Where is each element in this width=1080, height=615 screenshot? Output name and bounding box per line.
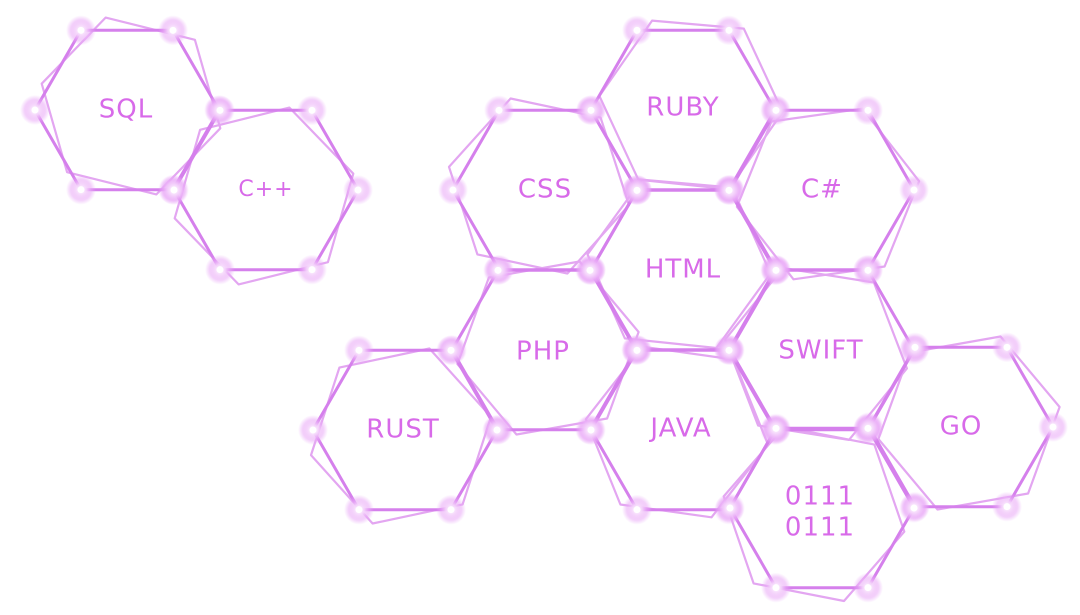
hex-label-go: GO	[940, 412, 983, 442]
vertex-node-rust-4	[355, 346, 363, 354]
hex-label-binary-line1: 0111	[785, 482, 855, 512]
vertex-node-rust-5	[447, 346, 455, 354]
vertex-node-sql-4	[77, 26, 85, 34]
vertex-node-cpp-5	[308, 106, 316, 114]
vertex-node-go-5	[1003, 343, 1011, 351]
vertex-node-ruby-4	[633, 26, 641, 34]
vertex-node-rust-1	[447, 506, 455, 514]
vertex-node-rust-3	[309, 426, 317, 434]
vertex-node-php-4	[494, 266, 502, 274]
vertex-node-java-5	[725, 346, 733, 354]
vertex-node-cpp-1	[308, 266, 316, 274]
hex-label-php: PHP	[516, 337, 570, 367]
hex-label-swift: SWIFT	[778, 336, 863, 366]
hex-label-java: JAVA	[648, 414, 711, 444]
vertex-node-html-5	[725, 186, 733, 194]
vertex-node-binary-1	[864, 584, 872, 592]
vertex-node-cpp-2	[216, 266, 224, 274]
vertex-node-java-3	[587, 426, 595, 434]
vertex-node-csharp-5	[864, 106, 872, 114]
vertex-node-csharp-0	[910, 186, 918, 194]
hex-label-rust: RUST	[366, 415, 439, 445]
vertex-node-binary-0	[910, 504, 918, 512]
hex-label-binary-line2: 0111	[785, 513, 855, 543]
vertex-node-sql-3	[31, 106, 39, 114]
vertex-node-binary-4	[772, 424, 780, 432]
vertex-node-binary-2	[772, 584, 780, 592]
vertex-node-go-1	[1003, 503, 1011, 511]
vertex-node-rust-0	[493, 426, 501, 434]
vertex-node-html-4	[633, 186, 641, 194]
vertex-node-cpp-3	[170, 186, 178, 194]
hex-labels: SQL C++ RUBY CSS C# HTML PHP SWIFT RUST …	[99, 93, 983, 543]
vertex-node-swift-5	[864, 266, 872, 274]
hex-label-css: CSS	[518, 175, 572, 205]
vertex-node-css-3	[449, 186, 457, 194]
hex-label-ruby: RUBY	[646, 93, 719, 123]
vertex-node-binary-5	[864, 424, 872, 432]
vertex-node-binary-3	[726, 504, 734, 512]
vertex-node-css-5	[587, 106, 595, 114]
vertex-node-ruby-5	[725, 26, 733, 34]
vertex-node-sql-5	[169, 26, 177, 34]
vertex-node-php-5	[586, 266, 594, 274]
vertex-node-rust-2	[355, 506, 363, 514]
vertex-node-cpp-4	[216, 106, 224, 114]
vertex-node-csharp-4	[772, 106, 780, 114]
hex-outline-secondary-sql	[40, 16, 222, 196]
vertex-node-css-4	[495, 106, 503, 114]
vertex-node-java-4	[633, 346, 641, 354]
vertex-node-go-0	[1049, 423, 1057, 431]
vertex-node-swift-4	[772, 266, 780, 274]
hex-outline-secondary-cpp	[173, 106, 355, 286]
hex-label-csharp: C#	[801, 175, 843, 205]
vertex-node-java-2	[633, 506, 641, 514]
hex-label-html: HTML	[645, 255, 721, 285]
vertex-node-go-4	[911, 343, 919, 351]
hex-label-sql: SQL	[99, 95, 153, 125]
vertex-node-sql-2	[77, 186, 85, 194]
hex-vertex-nodes	[20, 15, 1068, 603]
hex-label-cpp: C++	[238, 177, 293, 202]
vertex-node-cpp-0	[354, 186, 362, 194]
